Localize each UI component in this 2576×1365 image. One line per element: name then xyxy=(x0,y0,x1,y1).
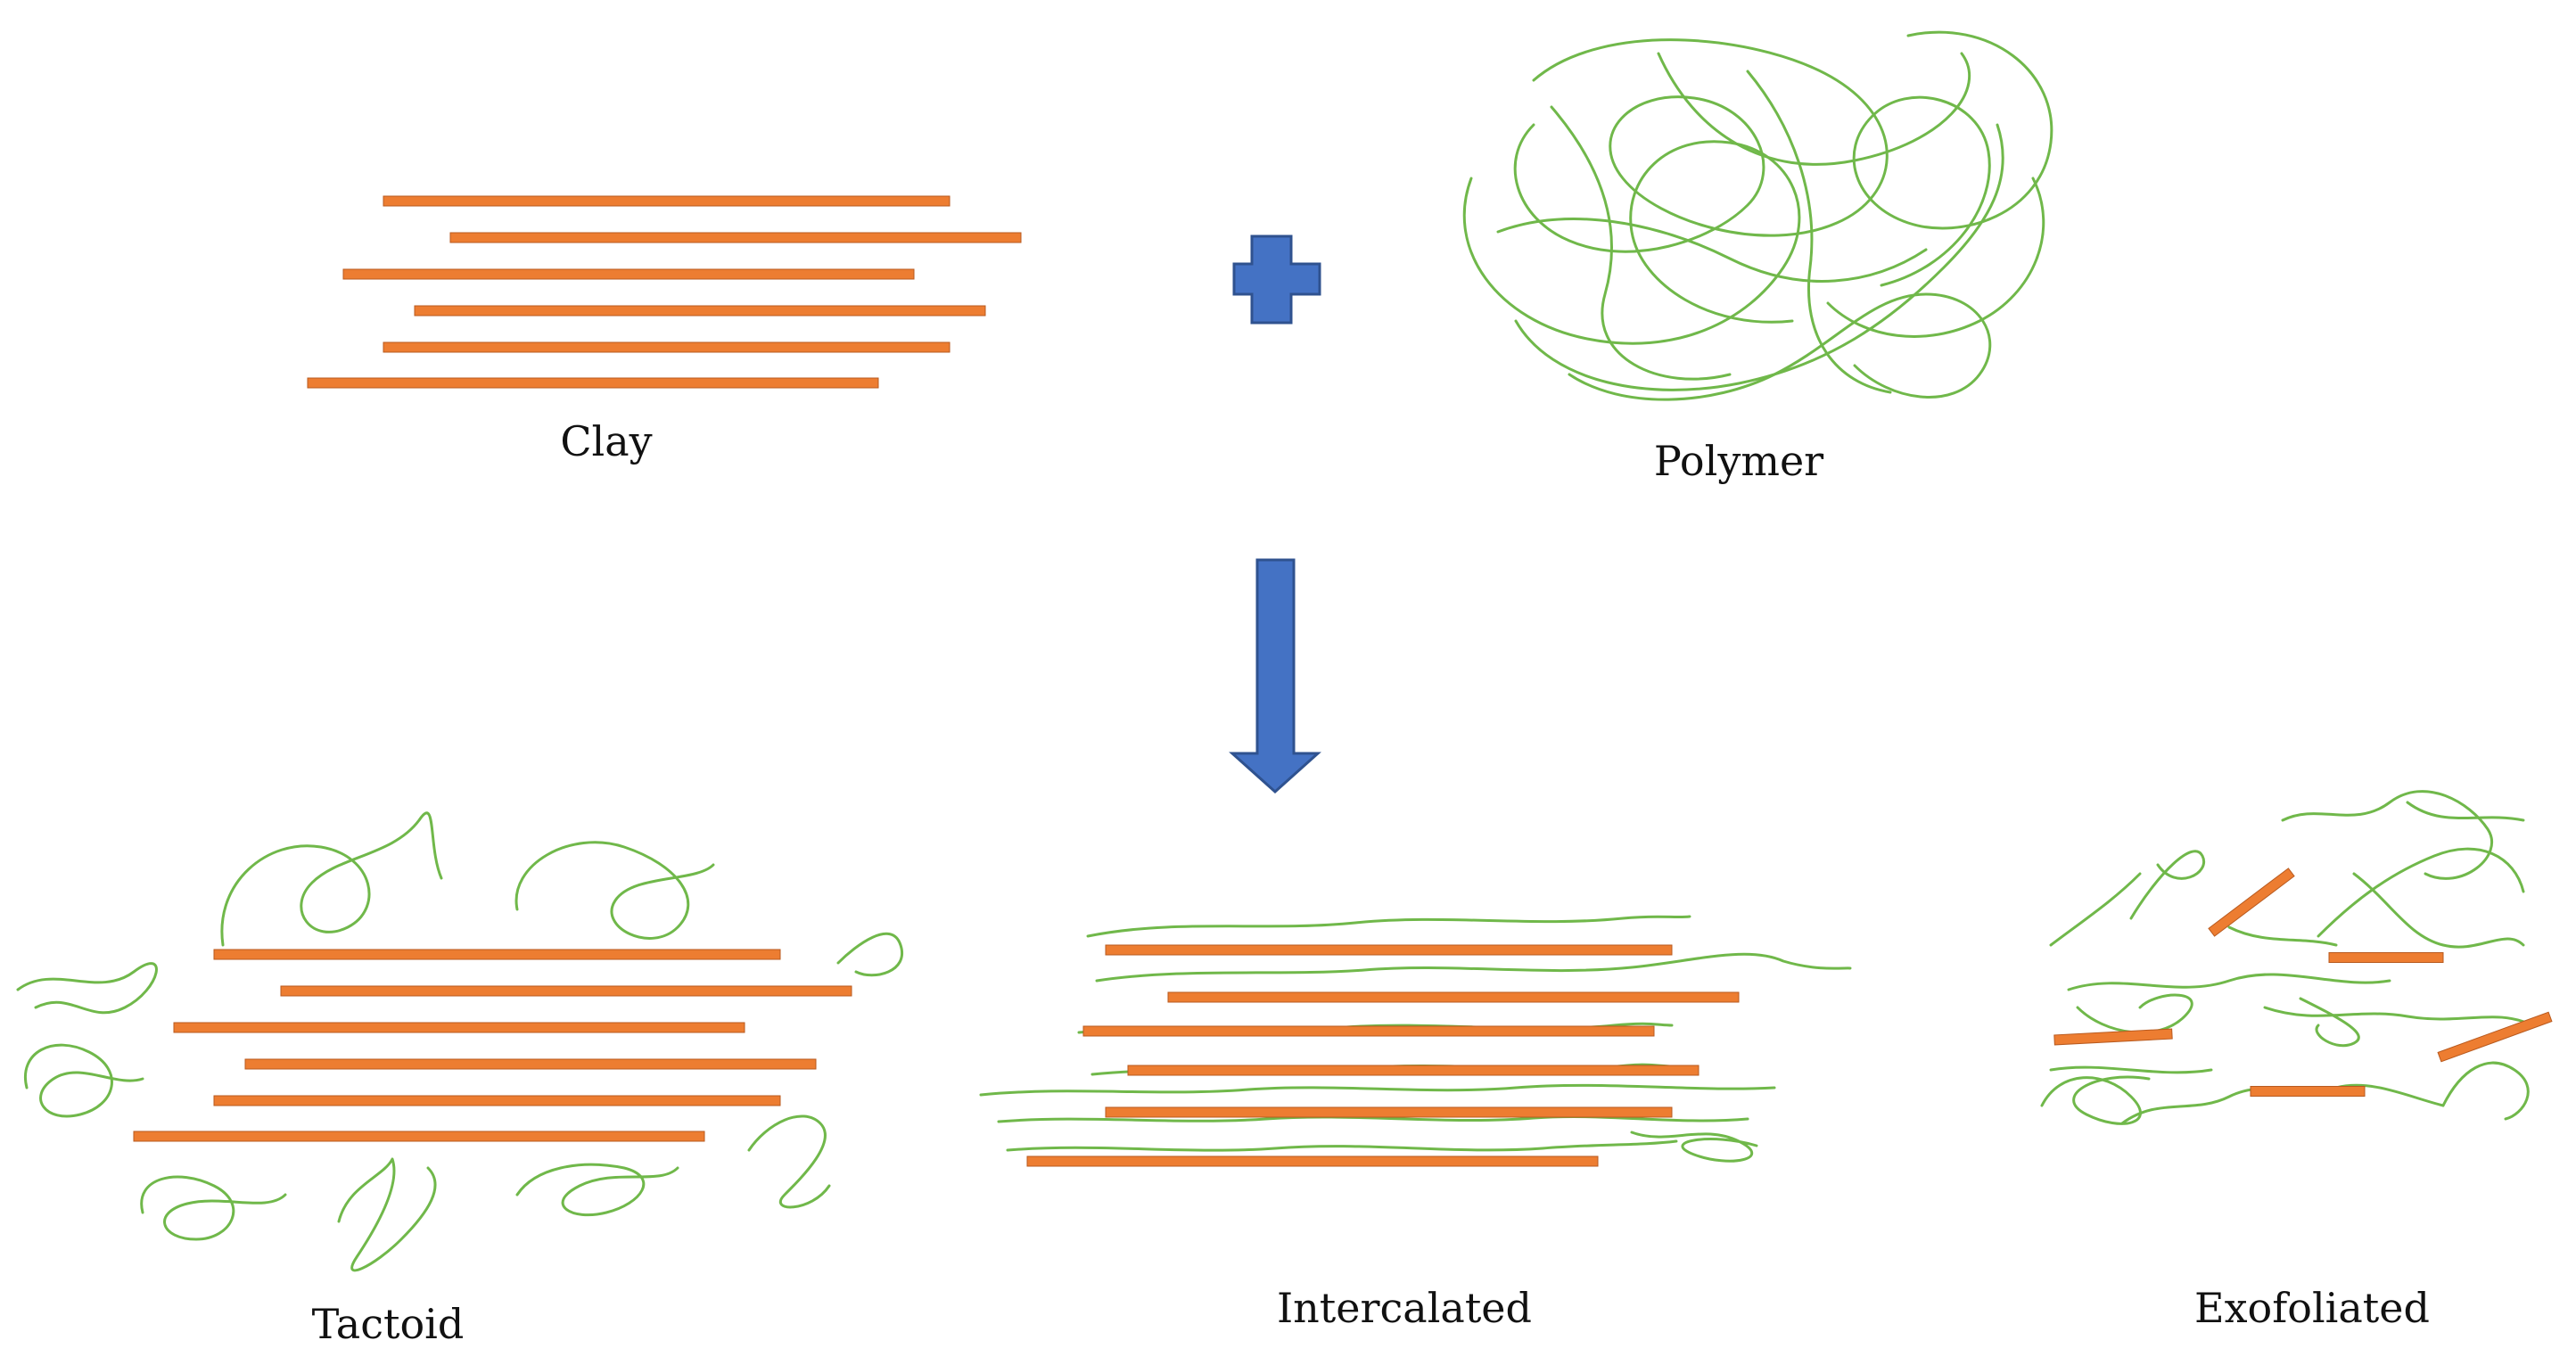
clay-layer xyxy=(1082,1025,1655,1037)
clay-layer xyxy=(173,1022,745,1033)
clay-platelet xyxy=(2250,1086,2366,1097)
plus-icon xyxy=(1232,234,1321,325)
clay-layer xyxy=(383,341,951,353)
clay-layer xyxy=(342,268,915,280)
clay-layer xyxy=(449,232,1022,243)
arrow-down-icon xyxy=(1229,558,1321,794)
clay-layer xyxy=(307,377,879,389)
clay-layer xyxy=(1167,991,1740,1003)
exfoliated-label: Exofoliated xyxy=(2194,1284,2430,1332)
exfoliated-polymer-chains xyxy=(2040,790,2534,1125)
intercalated-clay-stack xyxy=(1026,944,1740,1167)
tactoid-clay-stack xyxy=(133,949,852,1142)
clay-platelet xyxy=(2208,868,2295,937)
exfoliated-structure xyxy=(2040,790,2553,1125)
exfoliated-clay-platelets xyxy=(2053,868,2553,1097)
polymer-label: Polymer xyxy=(1653,437,1824,485)
polymer-coil xyxy=(1462,30,2053,401)
intercalated-structure xyxy=(979,915,1852,1167)
clay-layer xyxy=(280,985,852,997)
clay-platelet xyxy=(2053,1028,2173,1046)
tactoid-structure xyxy=(16,811,904,1272)
clay-layer xyxy=(244,1058,817,1070)
tactoid-label: Tactoid xyxy=(311,1300,465,1348)
intercalated-label: Intercalated xyxy=(1277,1284,1532,1332)
clay-layer xyxy=(1105,944,1673,956)
clay-layer xyxy=(414,305,986,317)
clay-layer xyxy=(1026,1155,1599,1167)
tactoid-polymer-chains xyxy=(16,811,904,1272)
clay-layer xyxy=(133,1131,705,1142)
clay-layer xyxy=(1127,1065,1700,1076)
clay-layer xyxy=(1105,1106,1673,1118)
clay-layer xyxy=(213,949,781,960)
clay-layer xyxy=(383,195,951,207)
clay-label: Clay xyxy=(560,417,653,465)
clay-stack xyxy=(307,195,1022,389)
clay-platelet xyxy=(2437,1011,2553,1063)
clay-layer xyxy=(213,1095,781,1106)
clay-platelet xyxy=(2328,952,2444,963)
